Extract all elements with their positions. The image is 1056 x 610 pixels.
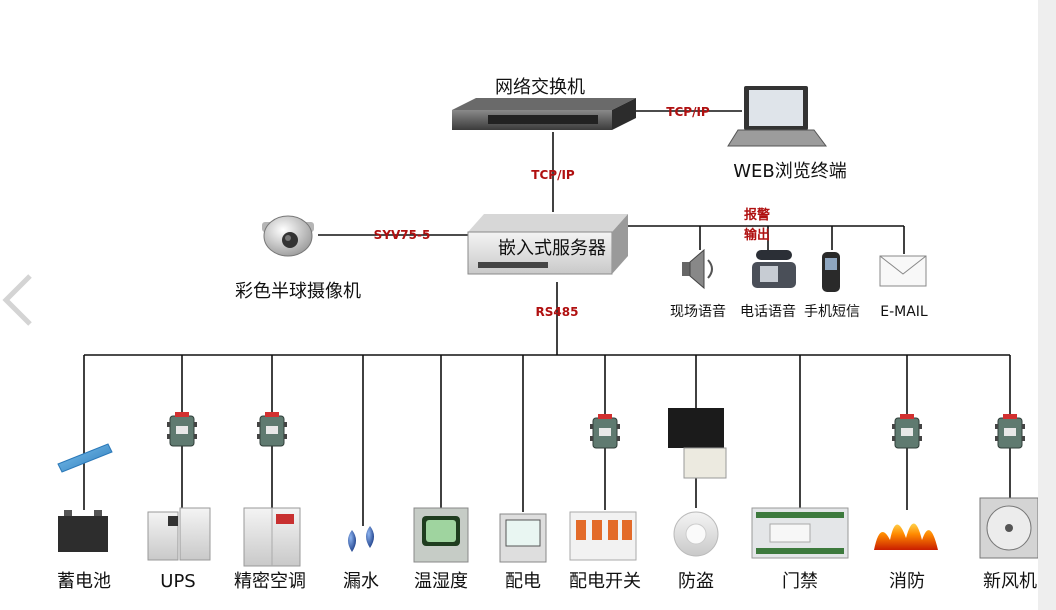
- water-drop-icon: [348, 526, 374, 552]
- device-label-access-control: 门禁: [782, 571, 818, 592]
- speaker-icon: [682, 248, 713, 290]
- fan-converter-module-icon: [994, 413, 1026, 449]
- server-label: 嵌入式服务器: [498, 238, 606, 259]
- web-terminal-label: WEB浏览终端: [733, 161, 847, 182]
- thermo-hygrometer-icon: [413, 507, 469, 563]
- telephone-icon: [752, 250, 796, 288]
- breaker-icon: [569, 511, 637, 561]
- laptop-icon: [727, 86, 827, 147]
- battery-icon: [58, 510, 108, 552]
- link-label-switch-server: TCP/IP: [531, 168, 575, 182]
- device-label-power-switch: 配电开关: [569, 571, 641, 592]
- camera-label: 彩色半球摄像机: [235, 281, 361, 302]
- device-label-temp-humidity: 温湿度: [414, 571, 468, 592]
- battery-sensor-icon: [57, 443, 113, 473]
- link-label-camera: SYV75-5: [374, 228, 431, 242]
- network-switch-icon: [452, 98, 636, 130]
- motion-detector-icon: [673, 511, 719, 557]
- ups-icon: [147, 507, 211, 561]
- device-label-water-leak: 漏水: [343, 571, 379, 592]
- alarm-output-label-line1: 报警: [744, 207, 770, 223]
- back-chevron-icon[interactable]: [0, 270, 40, 330]
- fan-icon: [979, 497, 1039, 559]
- device-label-battery: 蓄电池: [57, 571, 111, 592]
- device-label-fire: 消防: [889, 571, 925, 592]
- alarm-label-sms: 手机短信: [804, 304, 860, 320]
- link-label-switch-web: TCP/IP: [666, 105, 710, 119]
- alarm-output-label-line2: 输出: [744, 227, 770, 243]
- right-edge-strip: [1038, 0, 1056, 610]
- precision-ac-icon: [243, 507, 301, 567]
- power-meter-icon: [499, 513, 547, 563]
- breaker-converter-module-icon: [589, 413, 621, 449]
- server-icon: [467, 214, 628, 275]
- fire-icon: [874, 523, 938, 550]
- mobile-phone-icon: [822, 252, 840, 292]
- envelope-icon: [879, 255, 927, 287]
- device-label-precision-ac: 精密空调: [234, 571, 306, 592]
- switch-label: 网络交换机: [495, 77, 585, 98]
- alarm-label-email: E-MAIL: [880, 304, 928, 320]
- ac-converter-module-icon: [256, 411, 288, 447]
- fire-converter-module-icon: [891, 413, 923, 449]
- alarm-label-onsite-voice: 现场语音: [670, 303, 726, 320]
- device-label-anti-theft: 防盗: [678, 571, 714, 592]
- device-label-power-distribution: 配电: [505, 571, 541, 592]
- device-label-ups: UPS: [160, 571, 195, 592]
- access-controller-icon: [751, 507, 849, 559]
- alarm-label-phone-voice: 电话语音: [740, 303, 796, 320]
- dome-camera-icon: [262, 215, 314, 257]
- ups-converter-module-icon: [166, 411, 198, 447]
- bus-label: RS485: [536, 305, 579, 319]
- keypad-icon: [668, 408, 727, 479]
- device-label-fresh-air: 新风机: [983, 571, 1037, 592]
